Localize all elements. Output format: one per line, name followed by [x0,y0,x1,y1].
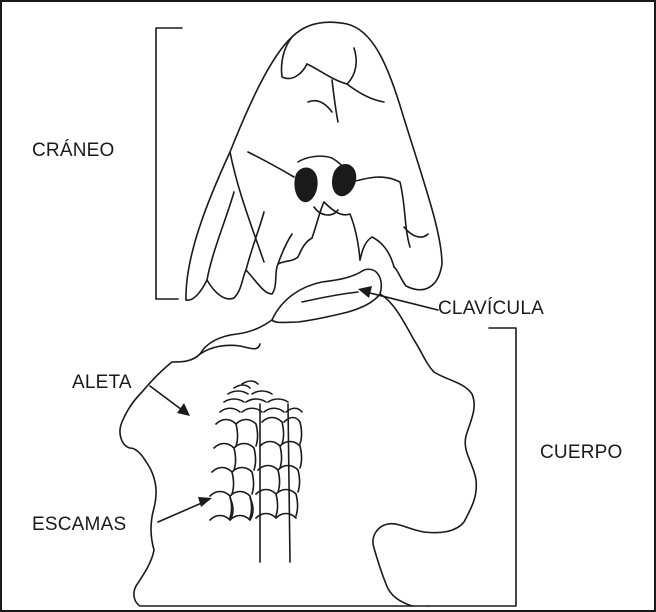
label-clavicula: CLAVÍCULA [438,298,544,320]
skull-outline [186,22,442,300]
left-eye-spot [294,168,317,203]
label-craneo: CRÁNEO [32,140,115,162]
clavicle-outline [272,269,381,322]
skull-bracket [156,28,182,299]
scales-patch [210,381,302,562]
body-outline [120,294,476,606]
label-aleta: ALETA [72,372,132,394]
label-escamas: ESCAMAS [32,514,126,536]
right-eye-spot [332,164,356,196]
label-cuerpo: CUERPO [540,442,623,464]
